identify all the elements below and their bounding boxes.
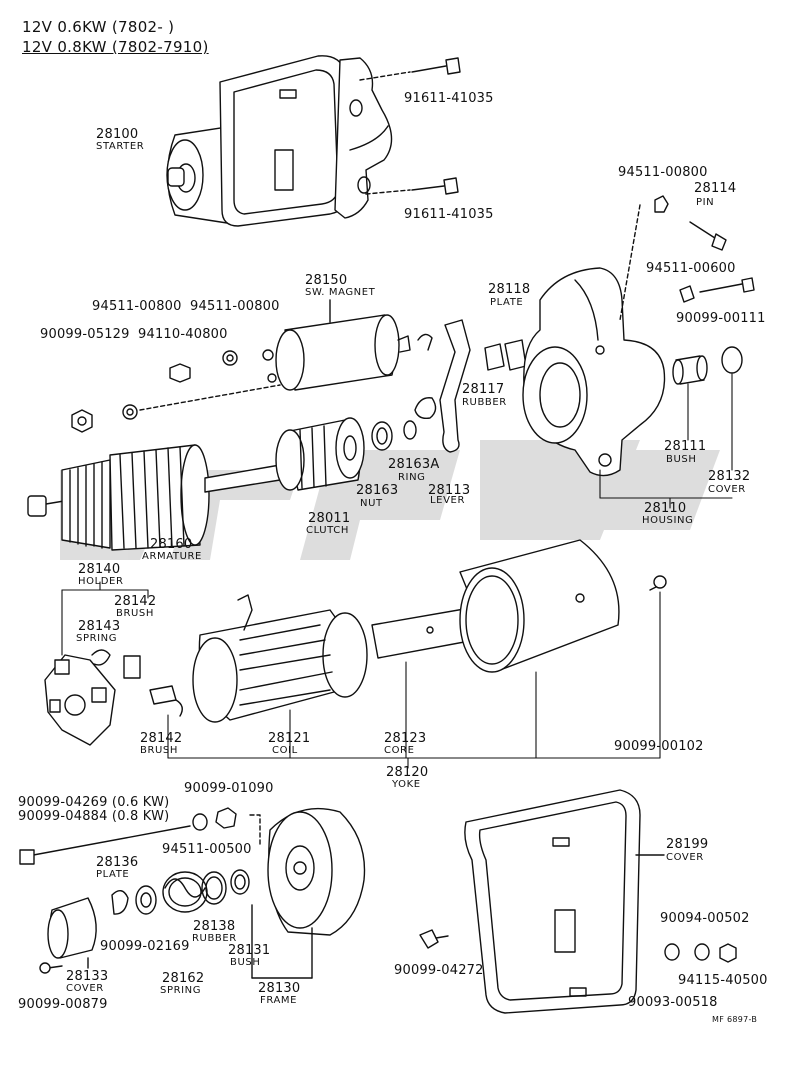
nut-washer-group — [71, 350, 281, 433]
label-28123-name: CORE — [384, 745, 415, 756]
label-28142-top-name: BRUSH — [116, 608, 154, 619]
label-28163A-number: 28163A — [388, 457, 440, 472]
label-28150-number: 28150 — [305, 273, 348, 288]
label-28011-number: 28011 — [308, 511, 351, 526]
label-91611-a: 91611-41035 — [404, 91, 494, 106]
label-28117-name: RUBBER — [462, 397, 507, 408]
label-28110-number: 28110 — [644, 501, 687, 516]
bolt-icon — [411, 57, 461, 195]
label-28113-number: 28113 — [428, 483, 471, 498]
label-28121-number: 28121 — [268, 731, 311, 746]
label-28121-name: COIL — [272, 745, 298, 756]
label-28140-name: HOLDER — [78, 576, 124, 587]
figure-code: MF 6897-B — [712, 1015, 758, 1024]
yoke-drawing — [459, 539, 667, 673]
cover-plate-drawing — [464, 789, 665, 1014]
label-28120-name: YOKE — [392, 779, 421, 790]
housing-bracket-lines — [599, 373, 733, 509]
label-28133-number: 28133 — [66, 969, 109, 984]
yoke-bracket-lines — [167, 591, 661, 769]
label-28100-name: STARTER — [96, 141, 145, 152]
label-90093-00518: 90093-00518 — [628, 995, 718, 1010]
label-28133-name: COVER — [66, 983, 104, 994]
label-28140-number: 28140 — [78, 562, 121, 577]
label-28111-number: 28111 — [664, 439, 707, 454]
label-28142-bottom-number: 28142 — [140, 731, 183, 746]
label-90099-00102: 90099-00102 — [614, 739, 704, 754]
label-90099-04269: 90099-04269 (0.6 KW) — [18, 795, 170, 810]
label-28131-number: 28131 — [228, 943, 271, 958]
brush-holder-drawing — [44, 649, 183, 746]
label-28142-bottom-name: BRUSH — [140, 745, 178, 756]
label-28120-number: 28120 — [386, 765, 429, 780]
housing-drawing — [522, 195, 755, 477]
label-90099-02169: 90099-02169 — [100, 939, 190, 954]
label-28111-name: BUSH — [666, 454, 697, 465]
label-28110-name: HOUSING — [642, 515, 694, 526]
label-28117-number: 28117 — [462, 382, 505, 397]
label-28143-name: SPRING — [76, 633, 118, 644]
label-94511-00800-mid: 94511-00800 — [190, 299, 280, 314]
coil-drawing — [192, 594, 368, 723]
label-28138-number: 28138 — [193, 919, 236, 934]
armature-drawing — [27, 444, 281, 551]
hardware-bottom-right — [419, 929, 737, 963]
label-28118-name: PLATE — [490, 297, 524, 308]
label-28160-number: 28160 — [150, 537, 193, 552]
label-28136-name: PLATE — [96, 869, 130, 880]
label-94115-40500: 94115-40500 — [678, 973, 768, 988]
label-28199-number: 28199 — [666, 837, 709, 852]
label-90099-04272: 90099-04272 — [394, 963, 484, 978]
label-94511-00800-left: 94511-00800 — [92, 299, 182, 314]
label-94511-00800-top: 94511-00800 — [618, 165, 708, 180]
label-28130-name: FRAME — [260, 995, 298, 1006]
label-90099-04884: 90099-04884 (0.8 KW) — [18, 809, 170, 824]
sw-magnet-drawing — [262, 299, 411, 391]
label-28011-name: CLUTCH — [306, 525, 349, 536]
header-line-2: 12V 0.8KW (7802-7910) — [22, 38, 209, 56]
label-28132-number: 28132 — [708, 469, 751, 484]
label-28142-top-number: 28142 — [114, 594, 157, 609]
label-28100-number: 28100 — [96, 127, 139, 142]
label-90099-00111: 90099-00111 — [676, 311, 766, 326]
frame-group-drawing — [19, 807, 366, 979]
label-90099-00879: 90099-00879 — [18, 997, 108, 1012]
label-90094-00502: 90094-00502 — [660, 911, 750, 926]
label-28162-number: 28162 — [162, 971, 205, 986]
starter-assembly-drawing — [166, 55, 461, 227]
header-line-1: 12V 0.6KW (7802- ) — [22, 18, 175, 36]
label-28123-number: 28123 — [384, 731, 427, 746]
label-28114-number: 28114 — [694, 181, 737, 196]
label-28162-name: SPRING — [160, 985, 202, 996]
lever-drawing — [371, 319, 527, 453]
label-28113-name: LEVER — [430, 495, 465, 506]
label-94511-00600: 94511-00600 — [646, 261, 736, 276]
label-28143-number: 28143 — [78, 619, 121, 634]
label-94110-40800: 94110-40800 — [138, 327, 228, 342]
clutch-drawing — [275, 417, 365, 491]
label-94511-00500: 94511-00500 — [162, 842, 252, 857]
label-28163-number: 28163 — [356, 483, 399, 498]
label-28163-name: NUT — [360, 498, 383, 509]
holder-bracket-lines — [61, 581, 149, 656]
label-28118-number: 28118 — [488, 282, 531, 297]
label-90099-01090: 90099-01090 — [184, 781, 274, 796]
label-28136-number: 28136 — [96, 855, 139, 870]
label-28199-name: COVER — [666, 852, 704, 863]
label-28131-name: BUSH — [230, 957, 261, 968]
label-28114-name: PIN — [696, 197, 715, 208]
label-90099-05129: 90099-05129 — [40, 327, 130, 342]
label-28163A-name: RING — [398, 472, 426, 483]
label-28132-name: COVER — [708, 484, 746, 495]
label-91611-b: 91611-41035 — [404, 207, 494, 222]
label-28138-name: RUBBER — [192, 933, 237, 944]
label-28130-number: 28130 — [258, 981, 301, 996]
label-28160-name: ARMATURE — [142, 551, 202, 562]
label-28150-name: SW. MAGNET — [305, 287, 376, 298]
